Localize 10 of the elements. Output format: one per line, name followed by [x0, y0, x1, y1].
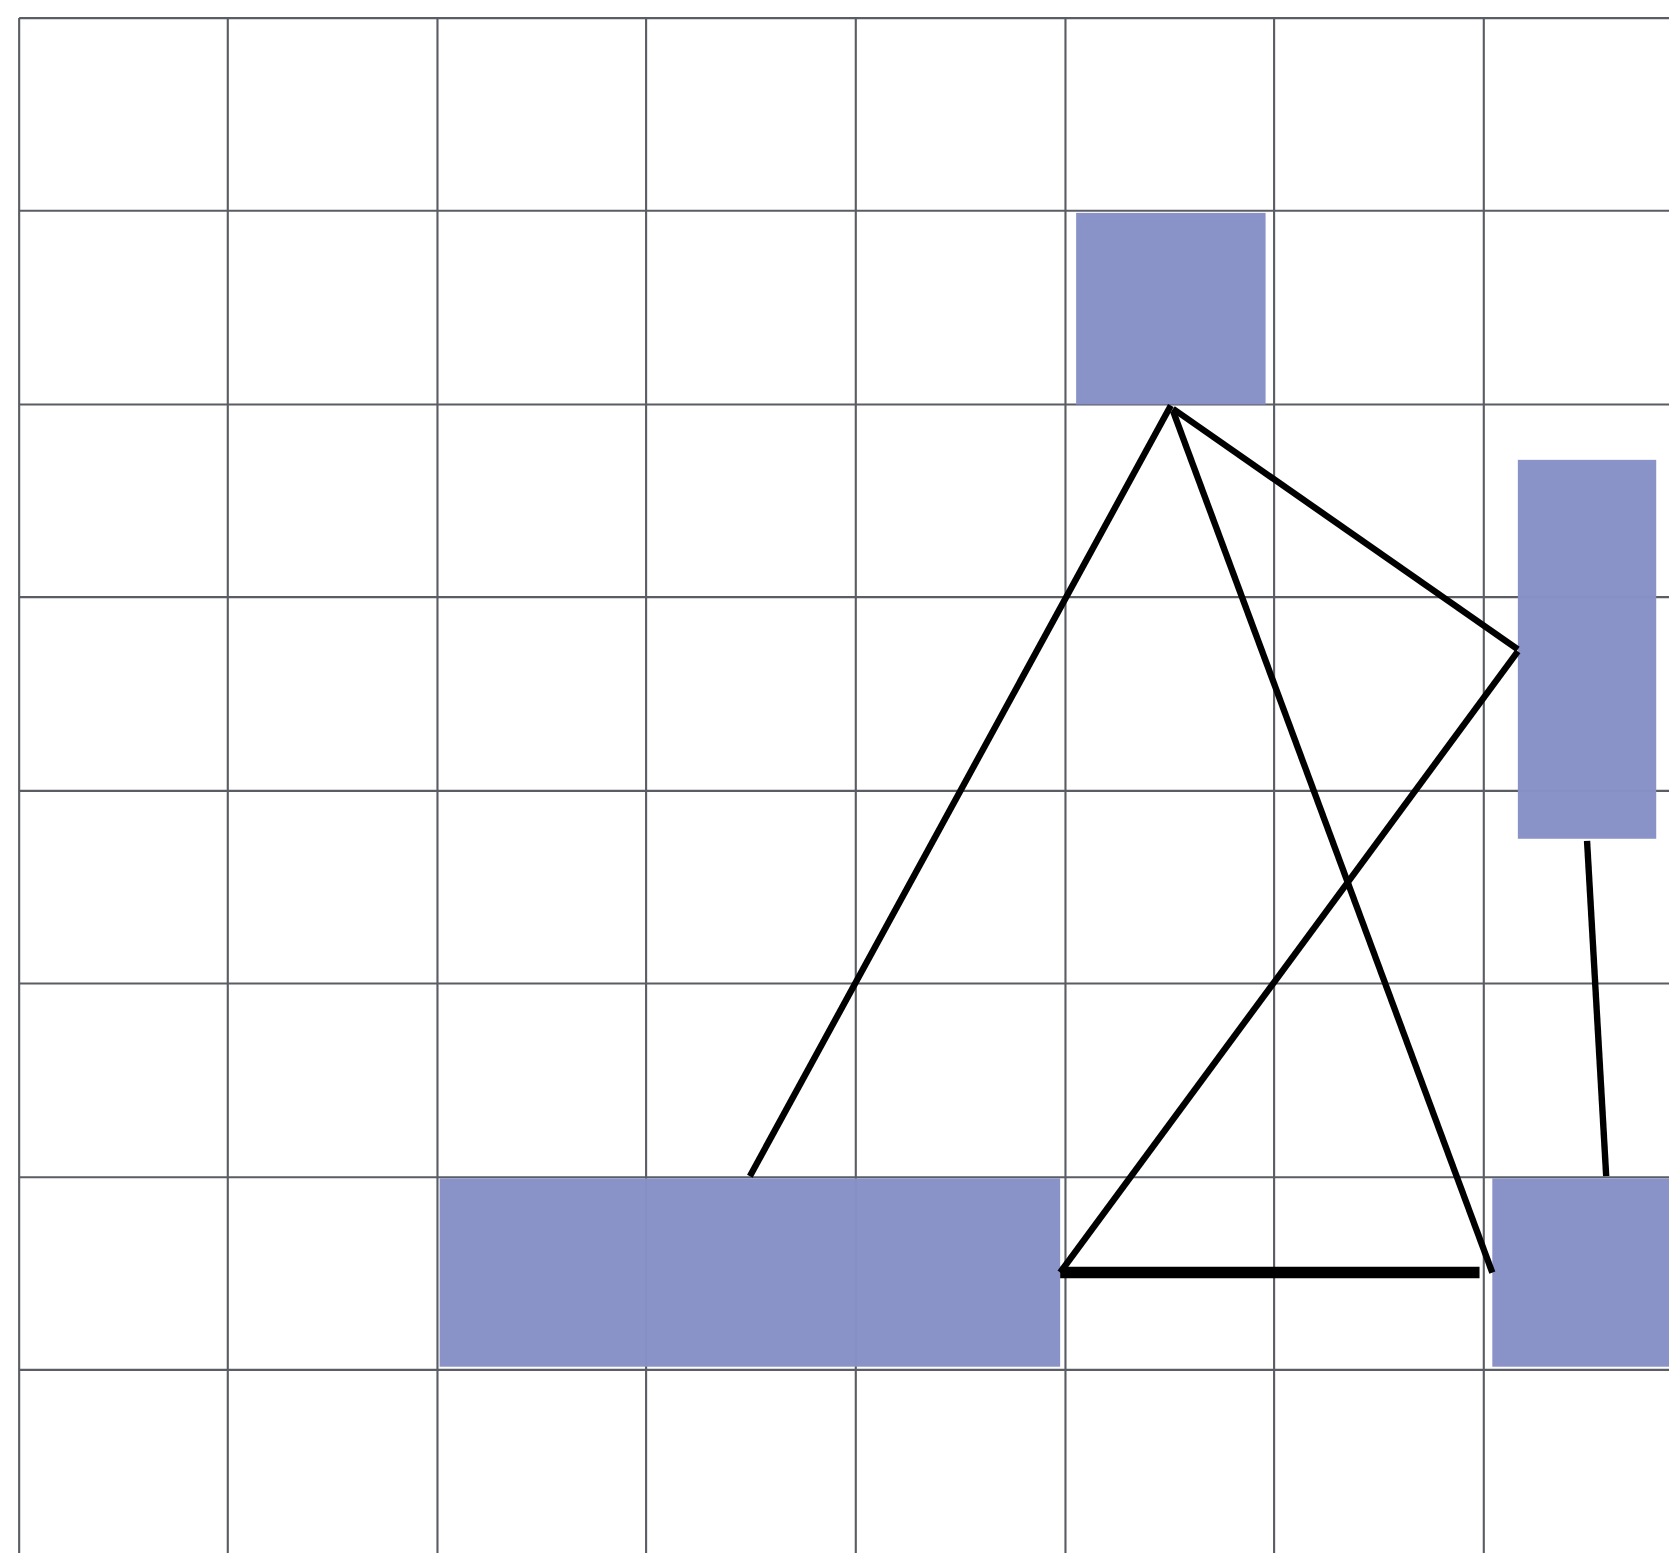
block: [1517, 459, 1657, 839]
connector-line: [1583, 840, 1610, 1177]
connector-line: [1060, 1266, 1480, 1279]
connector-line: [747, 404, 1174, 1178]
connector-line: [1170, 409, 1496, 1274]
block: [1076, 212, 1266, 405]
block: [1492, 1178, 1669, 1367]
connector-line: [1171, 406, 1520, 652]
connector-line: [1057, 649, 1521, 1275]
block: [439, 1178, 1061, 1367]
